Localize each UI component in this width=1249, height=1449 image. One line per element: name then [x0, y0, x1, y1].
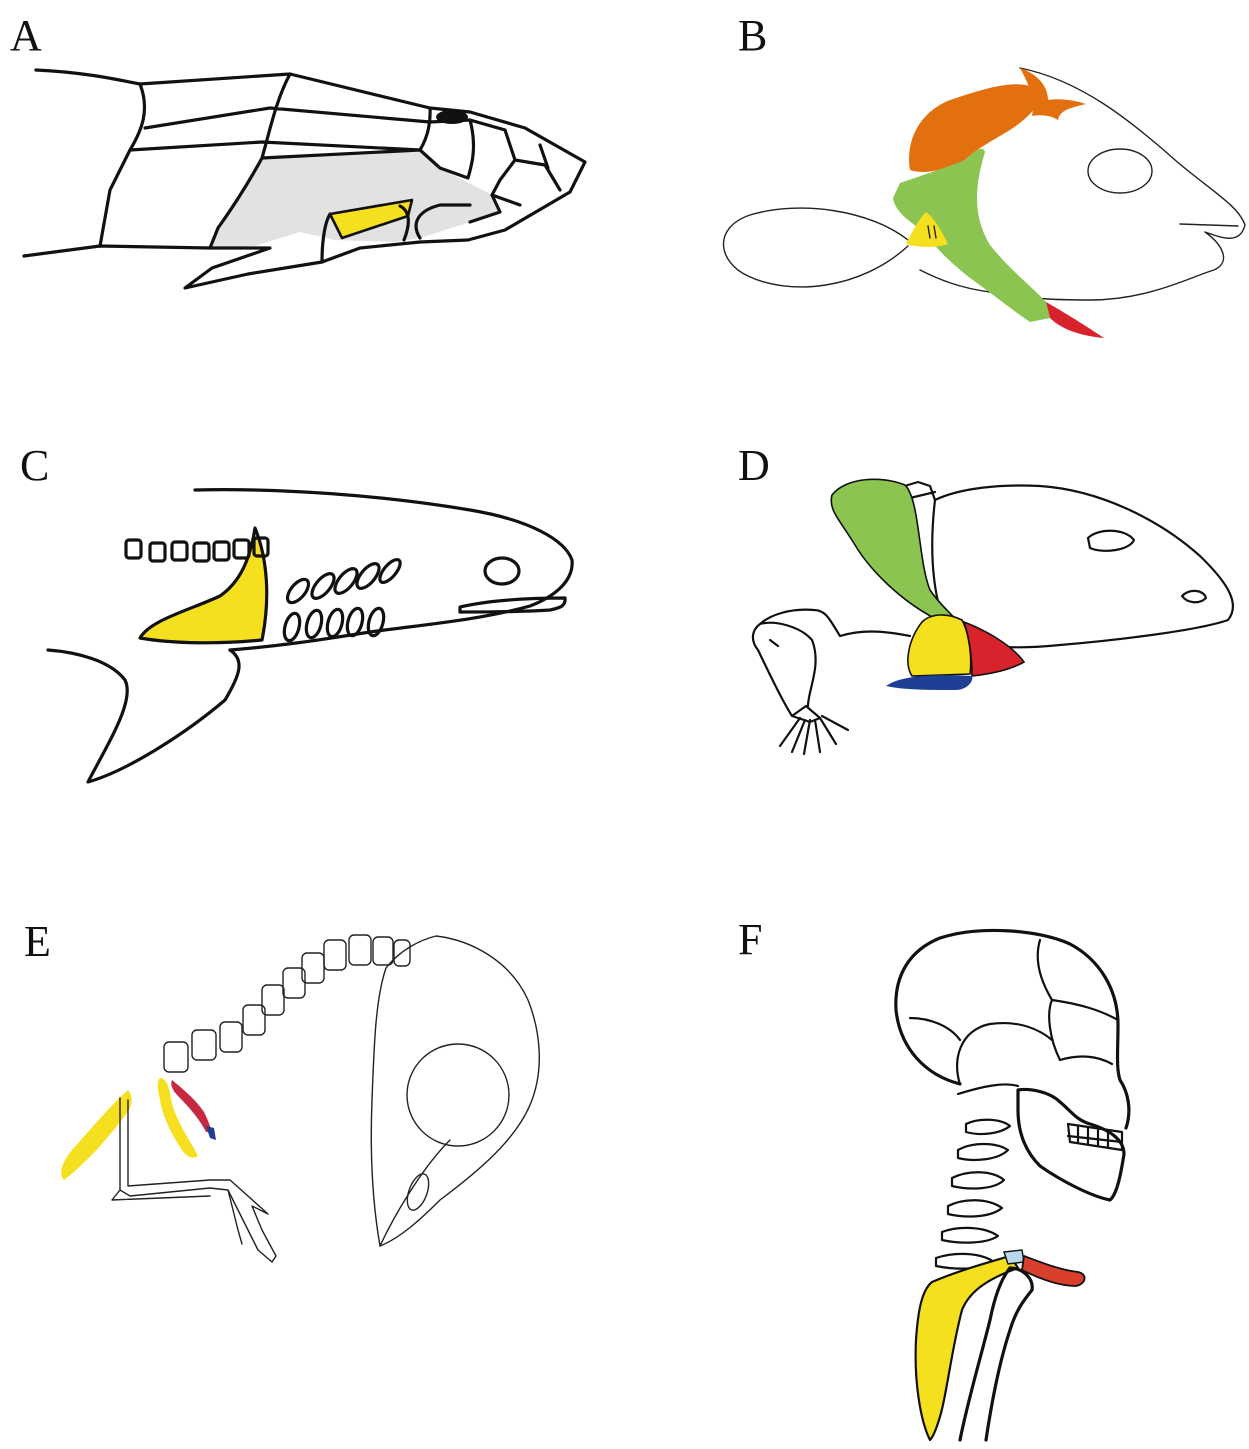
panel-d-eye	[1088, 531, 1134, 551]
panel-b-pectoral-fin	[723, 208, 908, 287]
panel-e-skull-outline	[371, 936, 539, 1246]
panel-d-green-cleithrum	[831, 479, 958, 622]
panel-e-nostril	[403, 1171, 433, 1213]
panel-f-sutures	[910, 940, 1118, 1094]
panel-b-red-clavicle	[1046, 302, 1104, 338]
panel-d-digits	[780, 716, 848, 754]
panel-d-red-clavicle	[964, 622, 1024, 676]
panel-c-ventral-outline	[48, 650, 239, 782]
panel-b-mouth	[1180, 224, 1238, 226]
panel-d-forelimb	[753, 610, 910, 722]
panel-e-wing-bones	[112, 1098, 276, 1262]
panel-e-drawing	[61, 935, 539, 1262]
panel-d-drawing	[753, 479, 1233, 754]
panel-d-blue-interclavicle	[886, 675, 972, 690]
panel-e-beak-line	[380, 1140, 450, 1246]
panel-d-skull-outline	[932, 486, 1233, 648]
panel-f-drawing	[896, 930, 1129, 1440]
panel-e-blue-tip	[206, 1126, 216, 1140]
panel-d-nostril	[1182, 591, 1206, 602]
panel-b-eye	[1088, 149, 1152, 193]
panel-e-orbit	[407, 1044, 509, 1146]
panel-c-eye	[485, 558, 519, 584]
panel-c-vertebrae	[126, 538, 268, 561]
panel-c-drawing	[48, 490, 572, 782]
panel-d-yellow-scapula	[908, 615, 971, 676]
panel-f-cervical-vertebrae	[936, 1120, 1010, 1269]
panel-a-drawing	[24, 70, 585, 288]
panel-e-yellow-scapula	[61, 1090, 132, 1180]
panel-c-mouth	[460, 598, 565, 612]
panel-f-blue-acromion	[1004, 1250, 1024, 1264]
panel-e-neck-vertebrae	[164, 935, 410, 1072]
panel-a-eye	[436, 110, 468, 124]
panel-b-drawing	[723, 68, 1245, 338]
panel-f-cranium	[896, 930, 1129, 1128]
